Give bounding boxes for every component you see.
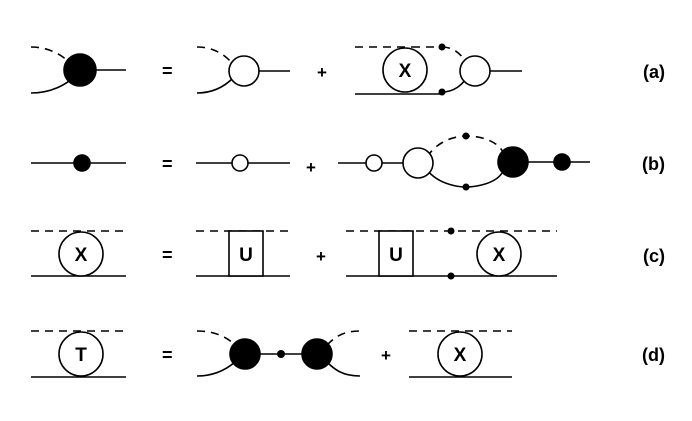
x-label: X [399, 61, 412, 82]
plus-sign: + [317, 63, 327, 82]
u-vertex-box [228, 230, 264, 277]
small-dot [447, 272, 455, 280]
dashed-propagator [326, 330, 361, 346]
solid-propagator [326, 361, 361, 377]
black-vertex [229, 338, 261, 370]
equation-label-b: (b) [642, 154, 665, 174]
row-c-rhs-term-1: U [196, 230, 290, 277]
plus-sign: + [381, 346, 391, 365]
black-dot-vertex [553, 153, 571, 171]
row-d-rhs-term-2: X [409, 330, 512, 378]
equation-label-d: (d) [642, 345, 665, 365]
row-a-rhs-term-2: X [355, 43, 522, 96]
white-vertex [459, 55, 491, 87]
row-d-lhs: T [31, 330, 126, 378]
small-dot [462, 132, 470, 140]
solid-propagator [441, 78, 467, 93]
x-label: X [493, 245, 506, 266]
white-dot-vertex [231, 154, 249, 172]
row-c: X = U + U X (c) [31, 227, 665, 280]
u-label: U [239, 245, 253, 266]
solid-propagator [196, 361, 236, 377]
x-label: X [454, 345, 467, 366]
row-b-lhs [31, 154, 126, 172]
black-dot-vertex [73, 154, 91, 172]
small-dot [277, 350, 285, 358]
row-b-rhs-term-2 [338, 132, 590, 191]
solid-propagator [196, 77, 234, 94]
black-vertex [301, 338, 333, 370]
plus-sign: + [306, 158, 316, 177]
equation-label-c: (c) [643, 246, 665, 266]
dashed-propagator [196, 330, 236, 346]
dashed-propagator [441, 46, 467, 63]
small-dot [447, 227, 455, 235]
white-vertex [402, 147, 434, 179]
row-a-lhs [30, 46, 126, 94]
dashed-propagator [196, 46, 234, 65]
equals-sign: = [162, 245, 173, 265]
t-vertex [58, 331, 104, 377]
x-vertex [58, 231, 104, 277]
x-label: X [75, 245, 88, 266]
plus-sign: + [316, 247, 326, 266]
white-vertex [228, 55, 260, 87]
row-c-rhs-term-2: U X [346, 227, 557, 280]
u-label: U [389, 245, 403, 266]
black-vertex [497, 146, 529, 178]
equals-sign: = [162, 154, 173, 174]
u-vertex-box [378, 230, 414, 277]
x-vertex [382, 47, 428, 93]
black-vertex [63, 53, 97, 87]
equation-label-a: (a) [643, 62, 665, 82]
x-vertex [476, 231, 522, 277]
row-a: = + X (a) [30, 43, 665, 96]
t-label: T [75, 345, 87, 366]
row-d-rhs-term-1 [196, 330, 361, 377]
row-b: = + (b) [31, 132, 665, 191]
row-d: T = + X (d) [31, 330, 665, 378]
row-b-rhs-term-1 [196, 154, 290, 172]
white-dot-vertex [365, 154, 383, 172]
row-a-rhs-term-1 [196, 46, 290, 94]
equals-sign: = [162, 61, 173, 81]
small-dot [462, 183, 470, 191]
row-c-lhs: X [31, 230, 126, 277]
x-vertex [437, 331, 483, 377]
equals-sign: = [162, 345, 173, 365]
